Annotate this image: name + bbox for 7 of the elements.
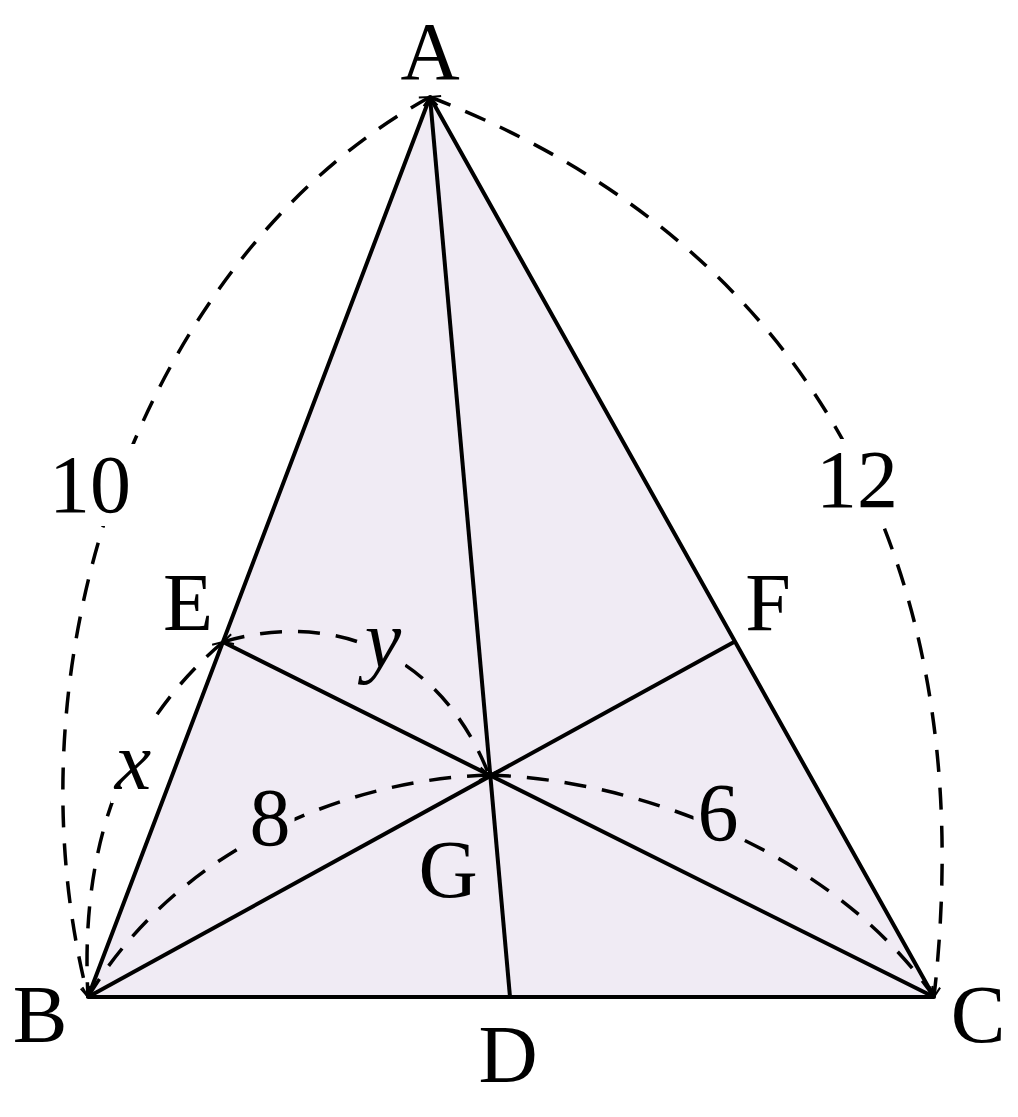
vertex-label: B — [11, 974, 69, 1056]
point-label: F — [744, 562, 792, 644]
vertex-label: A — [399, 11, 461, 93]
point-label: G — [417, 829, 479, 911]
point-label: D — [477, 1014, 539, 1096]
point-label: E — [161, 562, 215, 644]
vertex-label: C — [949, 974, 1007, 1056]
